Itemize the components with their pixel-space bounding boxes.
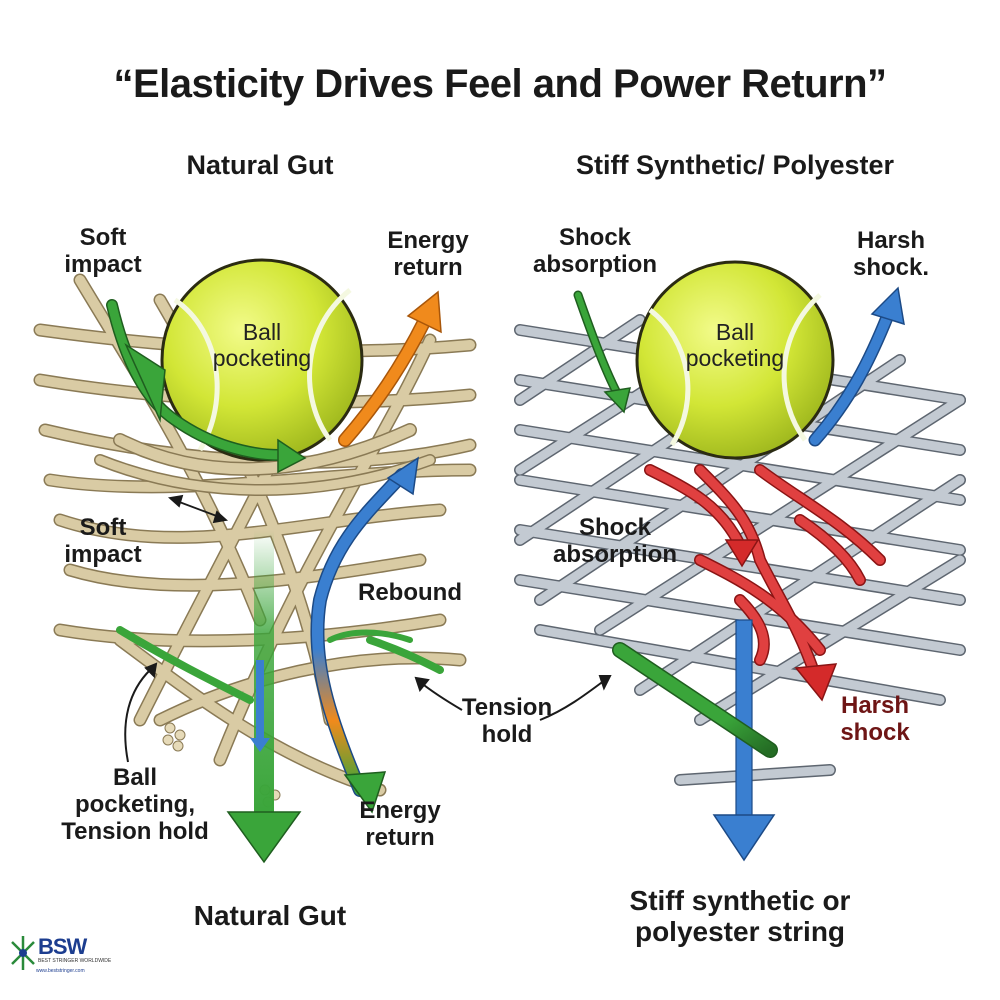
page-title: “Elasticity Drives Feel and Power Return… [113,62,887,106]
downward-force-arrow-icon [712,619,776,862]
downward-force-arrow-icon [226,530,302,864]
energy-return-arrow-icon [338,290,442,447]
logo-url: www.beststringer.com [36,968,85,974]
pointer-lines [124,662,612,763]
bsw-logo: BSW BEST STRINGER WORLDWIDE www.beststri… [8,930,111,980]
logo-tagline: BEST STRINGER WORLDWIDE [38,958,112,964]
bsw-logo-icon [11,936,35,970]
tennis-ball-icon [635,260,835,460]
label-rebound: Rebound [358,579,462,606]
harsh-shock-arrow-icon [808,286,905,447]
heading-natural-gut: Natural Gut [186,150,334,180]
soft-impact-arrow-icon [106,299,307,474]
logo-mark: BSW [38,934,87,959]
tennis-ball-icon [160,258,364,462]
tension-strand-icon [612,642,778,758]
footer-natural-gut: Natural Gut [193,900,347,931]
double-arrow-icon [167,494,229,524]
shock-absorption-arrow-icon [573,290,632,414]
heading-stiff-synthetic: Stiff Synthetic/ Polyester [575,150,895,180]
harsh-shock-paths [644,464,886,702]
rebound-arrow-icon [310,456,419,814]
